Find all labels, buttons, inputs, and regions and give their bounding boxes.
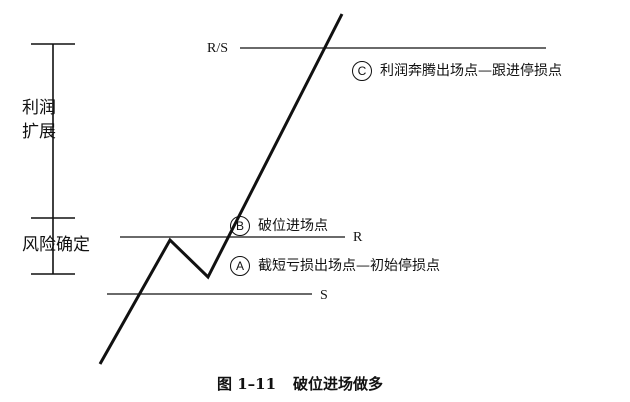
figure-number: 图 1–11 (217, 375, 277, 393)
note-b: 破位进场点 (258, 218, 328, 234)
note-c: 利润奔腾出场点—跟进停损点 (380, 63, 562, 79)
profit-expansion-label-line2: 扩展 (22, 122, 56, 142)
profit-expansion-label-line1: 利润 (22, 98, 56, 118)
note-a: 截短亏损出场点—初始停损点 (258, 258, 440, 274)
r-level-label: R (353, 230, 363, 245)
marker-a: A (230, 256, 250, 276)
figure-title: 破位进场做多 (293, 375, 384, 393)
price-path (98, 13, 344, 365)
marker-b: B (230, 216, 250, 236)
marker-c: C (352, 61, 372, 81)
s-level-label: S (320, 288, 328, 303)
rs-level-label: R/S (207, 41, 229, 56)
risk-determination-label: 风险确定 (22, 235, 90, 255)
